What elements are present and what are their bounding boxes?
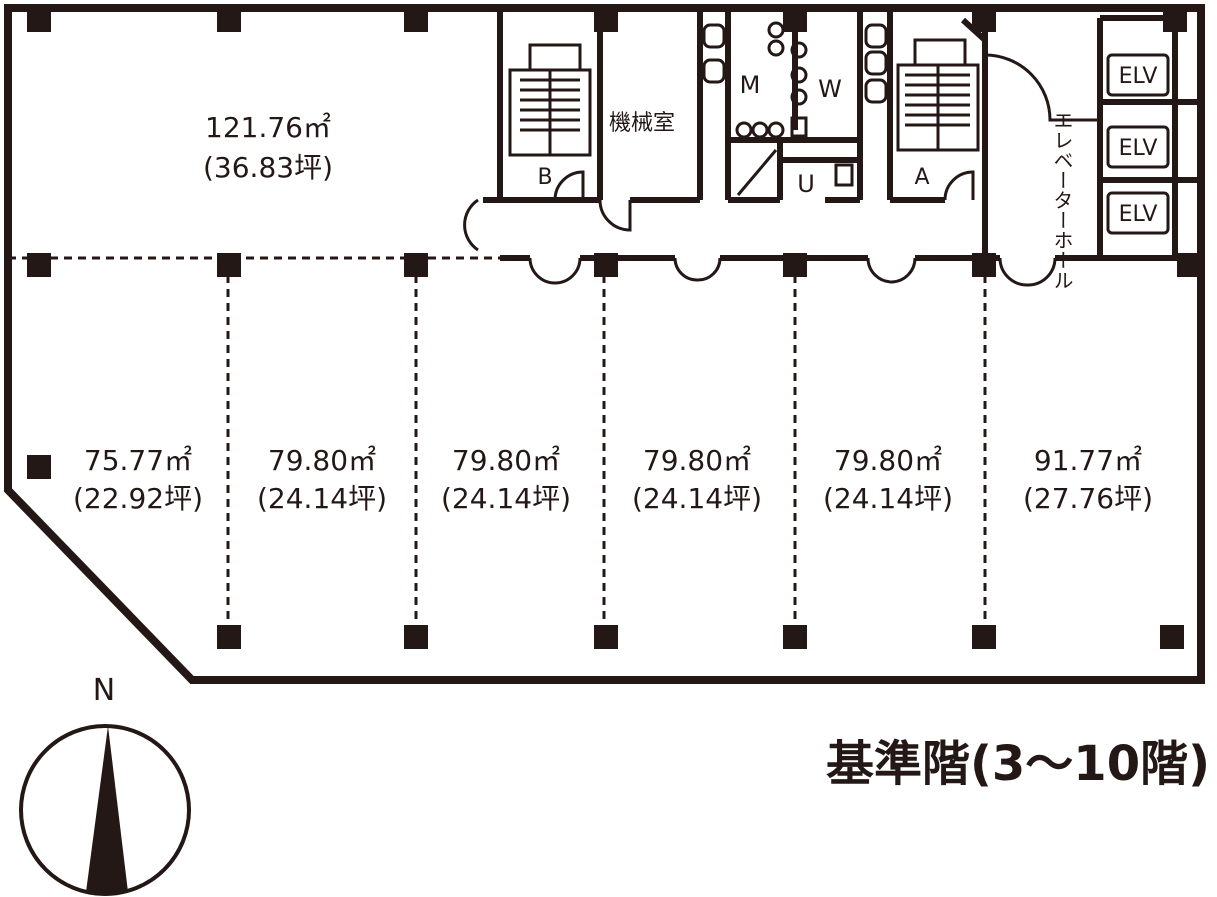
column (217, 8, 241, 32)
column (783, 8, 807, 32)
column (404, 253, 428, 277)
elevator-label-3: ELV (1119, 202, 1158, 227)
column (594, 8, 618, 32)
elevator-label-2: ELV (1119, 136, 1158, 161)
column (217, 253, 241, 277)
unit-6-m2: 91.77㎡ (1034, 444, 1142, 477)
column (1177, 253, 1201, 277)
column (972, 8, 996, 32)
unit-5-tsubo: (24.14坪) (823, 482, 953, 515)
unit-3-tsubo: (24.14坪) (441, 482, 571, 515)
column (217, 625, 241, 649)
unit-4-m2: 79.80㎡ (643, 444, 751, 477)
column (783, 625, 807, 649)
stair-b-label: B (537, 165, 552, 190)
unit-6-tsubo: (27.76坪) (1023, 482, 1153, 515)
stair-b (508, 43, 592, 157)
unit-1-tsubo: (22.92坪) (73, 482, 203, 515)
unit-4-tsubo: (24.14坪) (632, 482, 762, 515)
elevator-hall-label: エレベーターホール (1050, 110, 1074, 290)
column (972, 625, 996, 649)
toilet-u-label: U (797, 170, 815, 198)
unit-2-m2: 79.80㎡ (268, 444, 376, 477)
unit-5-m2: 79.80㎡ (834, 444, 942, 477)
unit-3-m2: 79.80㎡ (452, 444, 560, 477)
elevator-label-1: ELV (1119, 64, 1158, 89)
outer-wall (4, 4, 1205, 684)
floor-title: 基準階(3〜10階) (826, 736, 1210, 792)
column (1160, 625, 1184, 649)
toilet-fixtures (702, 21, 888, 196)
column (594, 253, 618, 277)
column (594, 625, 618, 649)
partition-dashed-lines (8, 256, 987, 620)
unit-2-tsubo: (24.14坪) (257, 482, 387, 515)
toilet-w-label: W (818, 75, 842, 103)
unit-1-m2: 75.77㎡ (84, 444, 192, 477)
column (783, 253, 807, 277)
column (27, 253, 51, 277)
north-label: N (93, 673, 115, 708)
column (404, 625, 428, 649)
column (1163, 8, 1187, 32)
north-compass: N (19, 673, 191, 896)
structural-columns (27, 8, 1201, 649)
top-area-tsubo: (36.83坪) (203, 151, 333, 184)
toilet-m-label: M (740, 71, 761, 99)
door-swings (463, 53, 1100, 287)
machine-room-label: 機械室 (609, 111, 675, 136)
stair-a-label: A (914, 165, 929, 190)
column (27, 8, 51, 32)
column (27, 455, 51, 479)
column (972, 253, 996, 277)
stair-a (896, 38, 980, 152)
column (404, 8, 428, 32)
elevator-cars (1106, 53, 1170, 235)
top-area-m2: 121.76㎡ (205, 111, 331, 144)
